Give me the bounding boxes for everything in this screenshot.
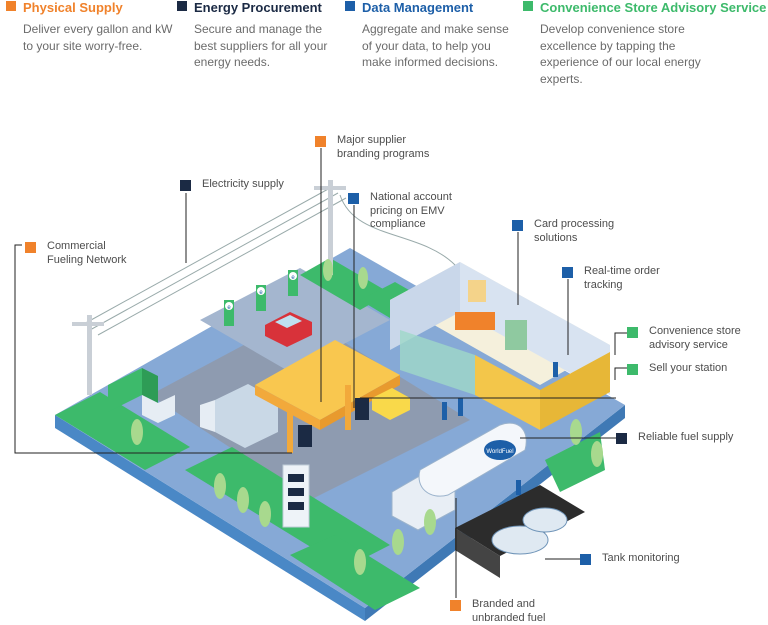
commercial-label: Commercial Fueling Network [47, 240, 127, 266]
convenience-store-swatch [523, 1, 533, 11]
electricity-label: Electricity supply [202, 178, 284, 190]
ev-charger-1-label: e [227, 305, 231, 311]
grass-strip-right [545, 432, 605, 492]
green-truck-cab [142, 395, 175, 423]
card-processing-label: Card processing solutions [534, 218, 615, 244]
branded-fuel-marker [450, 600, 461, 611]
energy-procurement-desc: Secure and manage the best suppliers for… [194, 22, 328, 69]
tanker-logo-text: WorldFuel [486, 449, 513, 455]
tank-pit-wall [455, 528, 500, 578]
trees [131, 259, 603, 575]
data-management-swatch [345, 1, 355, 11]
fuel-tank-2 [522, 507, 568, 533]
ev-charger-2-label: e [259, 290, 263, 296]
ev-charger-1: e [224, 300, 234, 326]
major-supplier-marker [315, 136, 326, 147]
power-pole-left [87, 315, 92, 395]
sell-station-label: Sell your station [649, 362, 728, 374]
canopy-pillar-2 [345, 385, 351, 430]
convenience-store-title: Convenience Store Advisory Service [540, 0, 767, 15]
reliable-fuel-marker [616, 433, 627, 444]
green-truck-box [108, 368, 142, 412]
white-truck-box [215, 384, 278, 448]
fuel-pump-2 [355, 398, 369, 420]
physical-supply-swatch [6, 1, 16, 11]
store-shelves [505, 320, 527, 350]
physical-supply-title: Physical Supply [23, 0, 123, 15]
sell-station-marker [627, 364, 638, 375]
leader-conv-store [614, 332, 630, 355]
national-account-label: National account pricing on EMV complian… [370, 191, 452, 230]
energy-procurement-swatch [177, 1, 187, 11]
power-line-wire-3 [97, 197, 347, 336]
store-front-wall [475, 355, 540, 430]
leader-commercial [14, 244, 292, 454]
canopy-roof [255, 340, 400, 420]
green-truck-side [142, 368, 158, 403]
power-line-wire-2 [89, 192, 339, 331]
power-pole-right [328, 180, 333, 275]
tank-monitoring-marker [580, 554, 591, 565]
store-poster [468, 280, 486, 302]
red-car-window [275, 315, 302, 328]
store-side-wall [460, 262, 610, 395]
physical-supply-desc: Deliver every gallon and kW to your site… [23, 22, 173, 53]
yellow-car [372, 388, 410, 420]
ev-charger-3-label: e [291, 275, 295, 281]
conv-store-label: Convenience store advisory service [649, 325, 741, 351]
power-line-drop [339, 194, 456, 266]
power-pole-right-arm [314, 186, 346, 190]
realtime-marker [562, 267, 573, 278]
realtime-label: Real-time order tracking [584, 265, 660, 291]
canopy-edge-front [255, 385, 320, 430]
data-management-desc: Aggregate and make sense of your data, t… [362, 22, 509, 69]
callout-leader-lines [14, 148, 630, 598]
ev-charger-2: e [256, 285, 266, 311]
conv-store-marker [627, 327, 638, 338]
store-counter [455, 312, 495, 330]
national-account-marker [348, 193, 359, 204]
convenience-store-desc: Develop convenience store excellence by … [540, 22, 701, 86]
grass-strip-left [55, 392, 190, 470]
ground-slab-left [55, 415, 365, 621]
power-line-wire-1 [81, 187, 331, 326]
fuel-pump-1 [298, 425, 312, 447]
power-pole-left-arm [72, 322, 104, 326]
card-processing-marker [512, 220, 523, 231]
canopy-pillar-1 [287, 408, 293, 453]
energy-procurement-title: Energy Procurement [194, 0, 322, 15]
leader-sell-station [614, 367, 630, 380]
tanker-logo-badge [484, 440, 516, 460]
people [442, 362, 558, 495]
store-right-wall [540, 352, 610, 430]
electricity-marker [180, 180, 191, 191]
data-management-title: Data Management [362, 0, 474, 15]
ev-charger-3: e [288, 270, 298, 296]
price-sign-row-3 [288, 502, 304, 510]
commercial-marker [25, 242, 36, 253]
white-truck-cab [200, 400, 215, 432]
tank-pit [455, 485, 585, 556]
grass-strip-bottom [290, 535, 420, 610]
tank-monitoring-label: Tank monitoring [602, 552, 680, 564]
major-supplier-label: Major supplier branding programs [337, 134, 430, 160]
reliable-fuel-label: Reliable fuel supply [638, 431, 734, 443]
store-glass-front [400, 330, 475, 395]
fuel-tank-1 [491, 525, 549, 555]
store-back-wall [390, 262, 460, 350]
price-sign-row-2 [288, 488, 304, 496]
price-sign-row-1 [288, 474, 304, 482]
